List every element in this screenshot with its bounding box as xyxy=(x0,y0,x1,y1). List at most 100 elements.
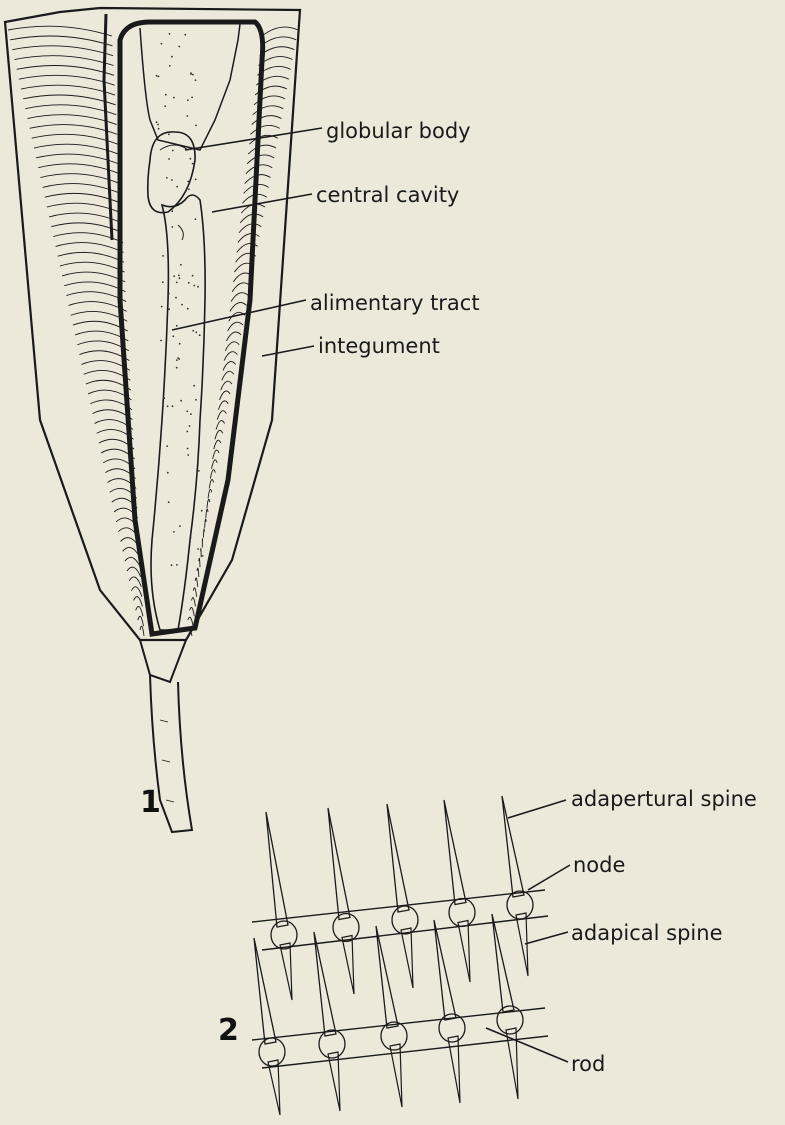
adapertural-spine xyxy=(434,920,456,1020)
stipple-dot xyxy=(173,97,175,99)
stipple-dot xyxy=(156,121,158,123)
stipple-dot xyxy=(202,555,204,557)
hatch-line xyxy=(214,440,221,449)
stipple-dot xyxy=(176,282,178,284)
spine-unit xyxy=(434,920,465,1103)
stipple-dot xyxy=(162,255,164,257)
figure-1-illustration xyxy=(5,8,300,832)
stipple-dot xyxy=(158,128,160,130)
stipple-dot xyxy=(195,179,197,181)
label-alimentary-tract: alimentary tract xyxy=(310,291,480,315)
label-central-cavity: central cavity xyxy=(316,183,459,207)
stipple-dot xyxy=(191,97,193,99)
hatch-line xyxy=(203,529,204,538)
hatch-line xyxy=(252,116,282,125)
hatch-line xyxy=(138,616,144,626)
stipple-dot xyxy=(171,226,173,228)
hatch-line xyxy=(19,75,115,85)
label-integument: integument xyxy=(318,334,440,358)
leader-integument xyxy=(262,346,314,356)
stipple-dot xyxy=(180,264,182,266)
stipple-dot xyxy=(168,293,170,295)
stipple-dot xyxy=(171,210,173,212)
stipple-dot xyxy=(178,275,180,277)
label-rod: rod xyxy=(571,1052,605,1076)
adapical-spine xyxy=(401,928,413,988)
hatch-line xyxy=(215,430,223,439)
adapertural-spine xyxy=(387,804,409,912)
hatch-line xyxy=(225,342,239,351)
stipple-dot xyxy=(198,470,200,472)
hatch-line xyxy=(125,557,140,567)
hatch-line xyxy=(232,283,250,292)
inner-left-edge xyxy=(104,14,112,240)
hatch-line xyxy=(226,332,241,341)
integument-hatching-right xyxy=(186,27,298,636)
spine-unit xyxy=(492,914,523,1099)
leader-adapertural-spine xyxy=(508,800,566,818)
adapertural-spine xyxy=(502,796,524,897)
hatch-line xyxy=(190,607,195,616)
stipple-dot xyxy=(195,218,197,220)
label-globular-body: globular body xyxy=(326,119,471,143)
stipple-dot xyxy=(178,358,180,360)
hatch-line xyxy=(210,470,215,479)
stipple-dot xyxy=(187,308,189,310)
stipple-dot xyxy=(176,186,178,188)
tract-fold xyxy=(178,225,183,240)
hatch-line xyxy=(212,460,218,469)
stipple-dot xyxy=(163,397,165,399)
stipple-dot xyxy=(157,124,159,126)
adapical-spine xyxy=(458,921,470,983)
figure-2-leaders xyxy=(486,800,570,1062)
hatch-line xyxy=(127,567,141,577)
stipple-dot xyxy=(193,285,195,287)
stipple-dot xyxy=(187,448,189,450)
stipple-dot xyxy=(161,306,163,308)
stipple-dot xyxy=(179,343,181,345)
stipple-dot xyxy=(197,286,199,288)
hatch-line xyxy=(140,626,144,636)
hatch-line xyxy=(216,421,224,430)
adapical-spine xyxy=(328,1052,340,1111)
stipple-dot xyxy=(176,367,178,369)
hatch-line xyxy=(32,134,118,144)
spine-array xyxy=(254,796,533,1115)
hatch-line xyxy=(218,401,228,410)
stipple-dot xyxy=(165,94,167,96)
stipple-dot xyxy=(192,330,194,332)
adapertural-spine xyxy=(492,914,514,1012)
stipple-dot xyxy=(180,400,182,402)
stipple-dot xyxy=(176,359,178,361)
adapertural-spine xyxy=(266,812,288,927)
stipple-dot xyxy=(181,304,183,306)
spine-unit xyxy=(254,938,285,1115)
hatch-line xyxy=(188,617,193,626)
spine-unit xyxy=(387,804,418,988)
stipple-dot xyxy=(172,150,174,152)
spine-unit xyxy=(328,808,359,994)
hatch-line xyxy=(195,578,198,587)
stipple-dot xyxy=(189,425,191,427)
stipple-dot xyxy=(173,275,175,277)
hatch-line xyxy=(34,144,118,154)
spine-unit xyxy=(376,926,407,1107)
stipple-dot xyxy=(186,431,188,433)
hatch-line xyxy=(60,262,125,272)
adapertural-spine xyxy=(444,800,466,905)
adapertural-spine xyxy=(328,808,350,920)
stipple-dot xyxy=(168,279,170,281)
hatch-line xyxy=(209,480,213,489)
spine-unit xyxy=(502,796,533,976)
hatch-line xyxy=(217,411,226,420)
label-node: node xyxy=(573,853,625,877)
stipple-dot xyxy=(168,501,170,503)
hatch-line xyxy=(131,587,142,597)
stipple-dot xyxy=(195,125,197,127)
hatch-line xyxy=(136,606,143,616)
hatch-line xyxy=(261,37,296,46)
stipple-dot xyxy=(184,34,186,36)
hatch-line xyxy=(230,303,247,312)
hatch-line xyxy=(208,489,212,498)
hatch-line xyxy=(134,597,143,607)
